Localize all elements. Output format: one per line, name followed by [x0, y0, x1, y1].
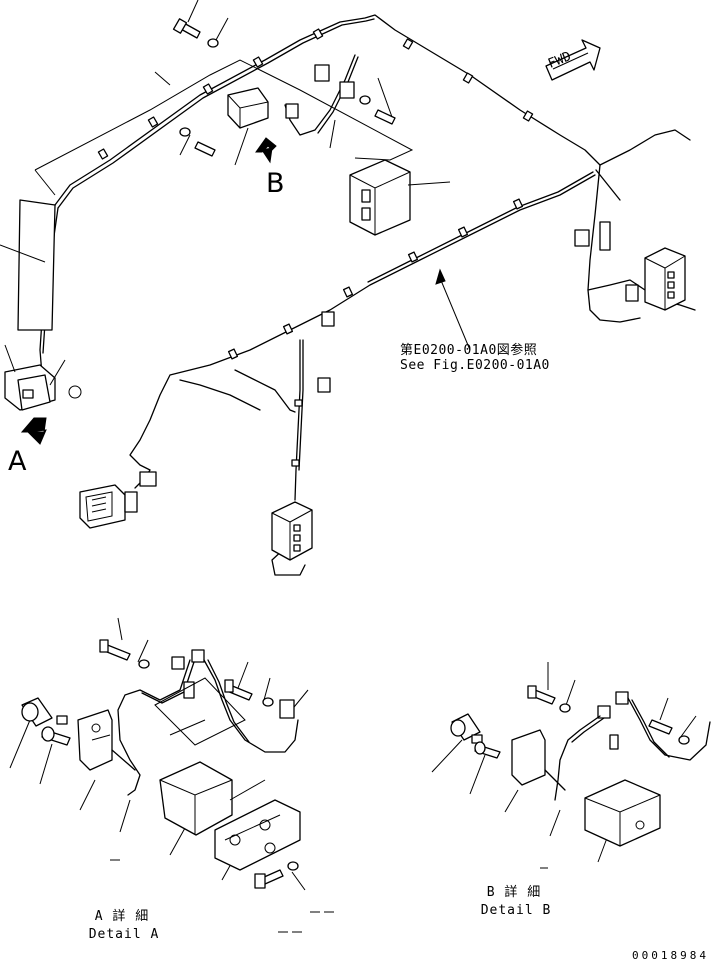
- detail-a-title-en: Detail A: [88, 927, 160, 942]
- drawing-code: 00018984: [632, 949, 709, 962]
- view-arrow-a: [20, 417, 47, 445]
- bracket-a-main: [4, 364, 82, 411]
- view-label-b: B: [266, 168, 285, 199]
- main-bolts: [172, 18, 396, 157]
- relay-box-right: [644, 247, 686, 311]
- figure-reference-en: See Fig.E0200-01A0: [400, 358, 550, 373]
- bracket-b-main: [227, 87, 269, 129]
- view-arrow-b: [255, 137, 277, 164]
- work-lamp: [79, 471, 157, 529]
- detail-b-drawing: [431, 662, 711, 869]
- fwd-arrow: [545, 39, 601, 81]
- leader-lines-main: [0, 0, 471, 386]
- relay-box-bottom: [271, 501, 313, 561]
- relay-box-top: [349, 159, 411, 236]
- detail-b-title-jp: B 詳 細: [486, 885, 542, 900]
- view-label-a: A: [8, 446, 27, 477]
- main-harness: [39, 14, 696, 576]
- detail-b-title-en: Detail B: [480, 903, 552, 918]
- detail-a-drawing: [9, 617, 334, 933]
- detail-a-title-jp: A 詳 細: [94, 909, 150, 924]
- figure-reference-jp: 第E0200-01A0図参照: [400, 343, 538, 358]
- cover-panel: [17, 199, 56, 331]
